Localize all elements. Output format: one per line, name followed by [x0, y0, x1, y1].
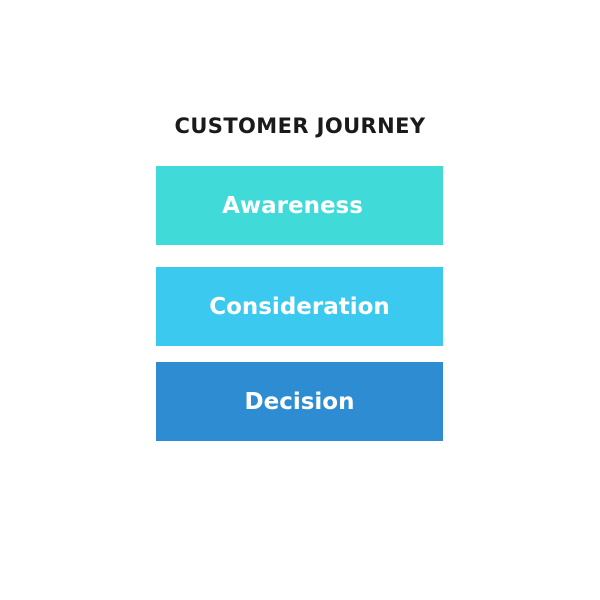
stage-consideration: Consideration: [156, 267, 443, 346]
stage-awareness: Awareness: [156, 166, 443, 245]
stage-label: Awareness: [222, 192, 363, 219]
diagram-title: CUSTOMER JOURNEY: [174, 114, 426, 138]
stage-decision: Decision: [156, 362, 443, 441]
stage-label: Consideration: [209, 293, 390, 320]
stage-label: Decision: [244, 388, 355, 415]
